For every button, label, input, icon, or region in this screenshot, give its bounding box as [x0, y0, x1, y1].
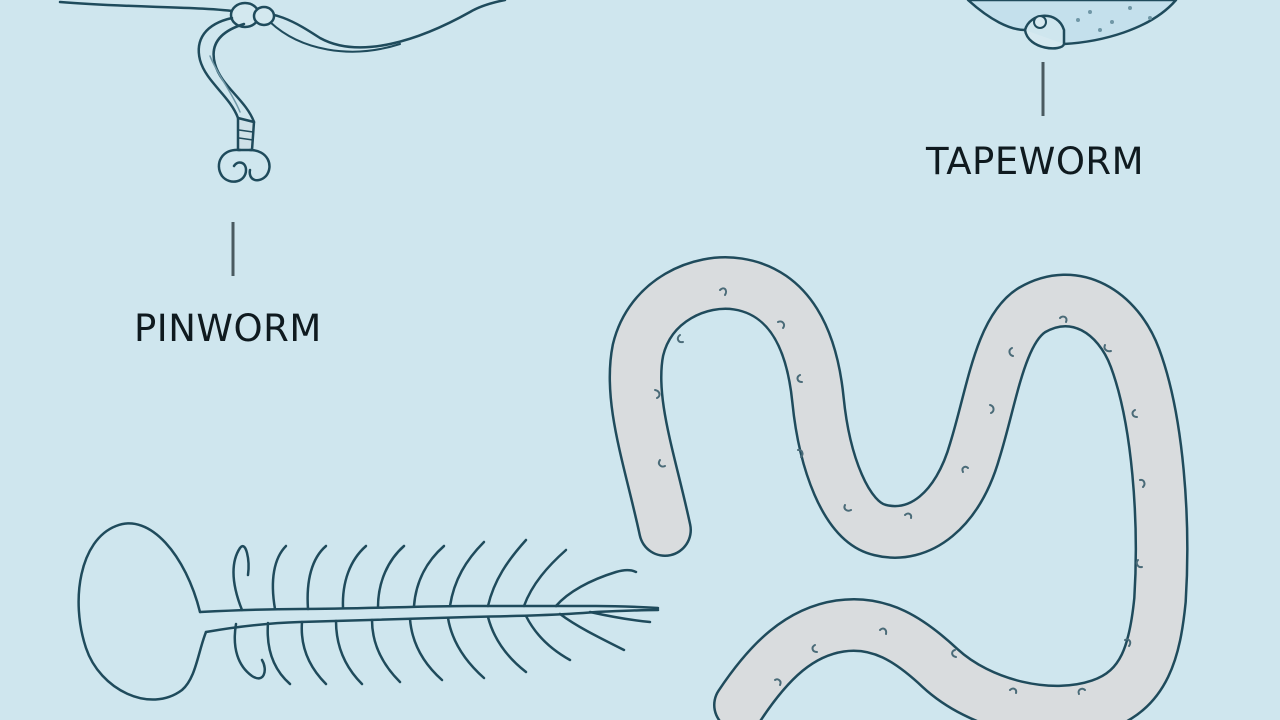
pinworm-label: PINWORM — [134, 307, 322, 350]
pinworm-illustration — [58, 0, 507, 183]
tapeworm-label: TAPEWORM — [926, 140, 1145, 183]
roundworm-illustration — [608, 256, 1189, 720]
hookworm-skeleton-illustration — [77, 522, 660, 701]
tapeworm-head-illustration — [966, 0, 1178, 50]
